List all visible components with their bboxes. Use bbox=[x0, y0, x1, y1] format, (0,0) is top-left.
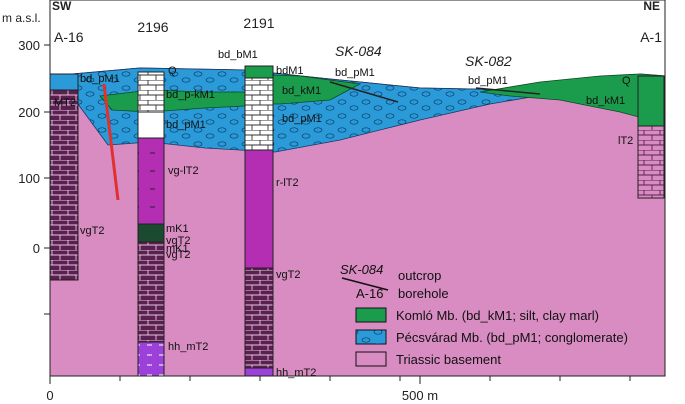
legend: SK-084 outcrop A-16 borehole Komló Mb. (… bbox=[340, 262, 628, 367]
unit-label: MT2 bbox=[54, 97, 76, 109]
x-tick-label: 0 bbox=[46, 388, 53, 403]
unit-label: mK1 bbox=[166, 223, 189, 235]
unit-label: r-lT2 bbox=[276, 177, 299, 189]
y-axis bbox=[44, 44, 50, 315]
y-tick-label: 300 bbox=[18, 38, 40, 53]
outcrop-mark bbox=[475, 87, 541, 95]
unit-label: bd_p-kM1 bbox=[166, 89, 215, 101]
legend-triassic-text: Triassic basement bbox=[396, 352, 501, 367]
y-tick-label: 0 bbox=[33, 241, 40, 256]
unit-label: hh_mT2 bbox=[168, 341, 208, 353]
legend-pecsvarad-text: Pécsvárad Mb. (bd_pM1; conglomerate) bbox=[396, 330, 628, 345]
unit-label: Q bbox=[168, 65, 177, 77]
outcrop-label-sk084: SK-084 bbox=[335, 43, 382, 59]
x-axis bbox=[49, 376, 631, 384]
unit-label: vg-lT2 bbox=[168, 165, 199, 177]
borehole-2191-column bbox=[244, 65, 274, 377]
unit-label: bd_bM1 bbox=[218, 49, 258, 61]
unit-label: Q bbox=[622, 75, 631, 87]
unit-label: mK1 bbox=[166, 243, 189, 255]
y-axis-unit: m a.s.l. bbox=[2, 11, 41, 25]
legend-outcrop-swatch bbox=[341, 277, 389, 291]
y-tick-label: 100 bbox=[18, 171, 40, 186]
legend-komlo-text: Komló Mb. (bd_kM1; silt, clay marl) bbox=[396, 308, 599, 323]
borehole-2196-column bbox=[137, 71, 165, 377]
unit-label: bdM1 bbox=[276, 65, 304, 77]
legend-outcrop-text: outcrop bbox=[398, 268, 441, 283]
x-tick-label: 500 m bbox=[402, 388, 438, 403]
fault-line bbox=[102, 83, 120, 201]
unit-label: bd_pM1 bbox=[80, 73, 120, 85]
unit-label: bd_pM1 bbox=[166, 119, 206, 131]
unit-label: bd_kM1 bbox=[282, 85, 321, 97]
unit-label: bd_pM1 bbox=[468, 75, 508, 87]
unit-label: bd_pM1 bbox=[282, 113, 322, 125]
legend-borehole-id: A-16 bbox=[356, 286, 383, 301]
borehole-label-2191: 2191 bbox=[243, 15, 274, 31]
unit-label: vgT2 bbox=[166, 249, 190, 261]
borehole-label-a1: A-1 bbox=[640, 29, 662, 45]
plot-frame bbox=[49, 0, 666, 377]
unit-label: vgT2 bbox=[80, 225, 104, 237]
legend-outcrop-id: SK-084 bbox=[340, 262, 383, 277]
borehole-label-2196: 2196 bbox=[137, 19, 168, 35]
borehole-a16-column bbox=[49, 73, 79, 281]
unit-label: lT2 bbox=[618, 135, 633, 147]
outcrop-mark bbox=[329, 81, 399, 103]
direction-ne: NE bbox=[643, 0, 660, 13]
unit-label: bd_pM1 bbox=[335, 67, 375, 79]
unit-label: hh_mT2 bbox=[276, 367, 316, 379]
outcrop-label-sk082: SK-082 bbox=[465, 53, 512, 69]
unit-label: vgT2 bbox=[276, 269, 300, 281]
legend-triassic-swatch bbox=[355, 351, 387, 367]
unit-label: bd_kM1 bbox=[586, 95, 625, 107]
y-tick-label: 200 bbox=[18, 105, 40, 120]
unit-label: vgT2 bbox=[166, 235, 190, 247]
borehole-a1-column bbox=[637, 75, 665, 199]
direction-sw: SW bbox=[52, 0, 72, 13]
borehole-label-a16: A-16 bbox=[54, 29, 84, 45]
legend-borehole-text: borehole bbox=[398, 286, 449, 301]
legend-komlo-swatch bbox=[355, 307, 387, 323]
